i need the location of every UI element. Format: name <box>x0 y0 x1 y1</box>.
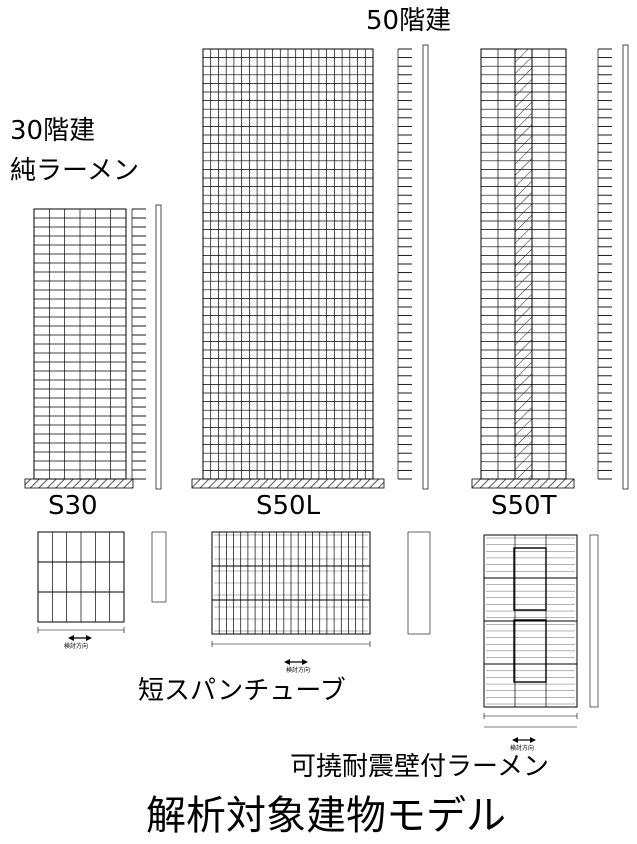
s50l-type-label: 短スパンチューブ <box>138 676 346 706</box>
s50-floors-label: 50階建 <box>366 6 452 36</box>
s50l-direction-label: 検討方向 <box>286 667 311 674</box>
s30-direction-arrow-head-left <box>68 635 74 641</box>
s30-ground <box>24 478 134 489</box>
s30-direction-label: 検討方向 <box>64 643 89 650</box>
s50l-ground <box>191 478 385 489</box>
s50t-ground <box>471 478 575 489</box>
s50l-story-ladder-height-dimension <box>422 44 429 490</box>
s50l-direction-arrow-head-left <box>284 659 290 665</box>
s50t-plan-core-lower <box>513 619 547 683</box>
s50t-plan-core-upper <box>513 547 547 611</box>
s30-model-label: S30 <box>48 491 98 521</box>
s50t-story-ladder-height-dimension <box>622 44 629 490</box>
s30-floors-label: 30階建 <box>10 116 96 146</box>
s50t-direction-label: 検討方向 <box>510 745 535 752</box>
s50t-type-label: 可撓耐震壁付ラーメン <box>290 752 549 782</box>
s50l-plan-side-dimension <box>407 531 431 635</box>
s50t-plan-side-dimension <box>589 534 599 708</box>
s50t-model-label: S50T <box>491 491 557 521</box>
s30-direction-arrow-head-right <box>86 635 92 641</box>
s50l-model-label: S50L <box>256 491 321 521</box>
s30-story-ladder-height-dimension <box>155 204 162 490</box>
s50t-direction-arrow-head-left <box>512 737 518 743</box>
s50l-direction-arrow-head-right <box>302 659 308 665</box>
figure-title: 解析対象建物モデル <box>146 793 506 839</box>
s30-type-label: 純ラーメン <box>10 156 139 186</box>
s50t-direction-arrow-head-right <box>530 737 536 743</box>
s30-plan-side-dimension <box>151 531 167 603</box>
s50t-core-wall <box>514 48 533 480</box>
